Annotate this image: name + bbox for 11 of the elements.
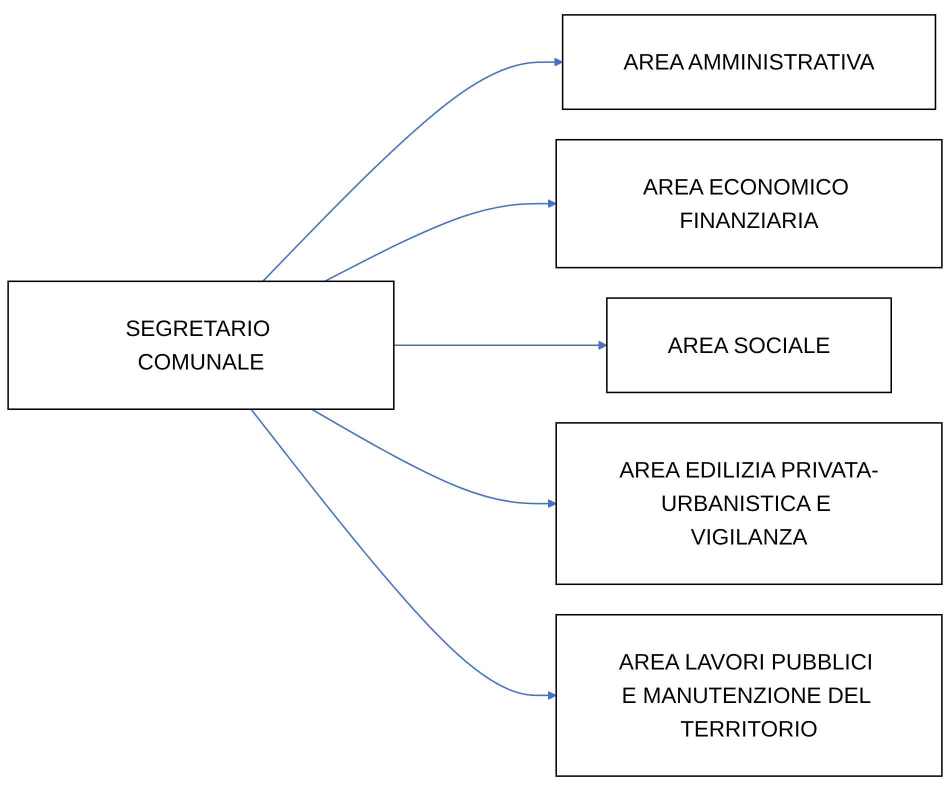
node-box: AREA EDILIZIA PRIVATA-URBANISTICA E VIGILANZA bbox=[555, 422, 943, 586]
node-box: AREA LAVORI PUBBLICI E MANUTENZIONE DEL TERRITORIO bbox=[555, 614, 943, 777]
arrow bbox=[250, 408, 557, 700]
node-box: AREA AMMINISTRATIVA bbox=[562, 14, 936, 110]
arrow bbox=[262, 58, 564, 282]
arrow bbox=[324, 199, 557, 282]
node-box: AREA ECONOMICO FINANZIARIA bbox=[555, 138, 943, 268]
arrow bbox=[311, 408, 557, 508]
node-box: AREA SOCIALE bbox=[606, 297, 892, 394]
node-box: SEGRETARIO COMUNALE bbox=[7, 280, 395, 410]
arrow bbox=[394, 340, 608, 350]
